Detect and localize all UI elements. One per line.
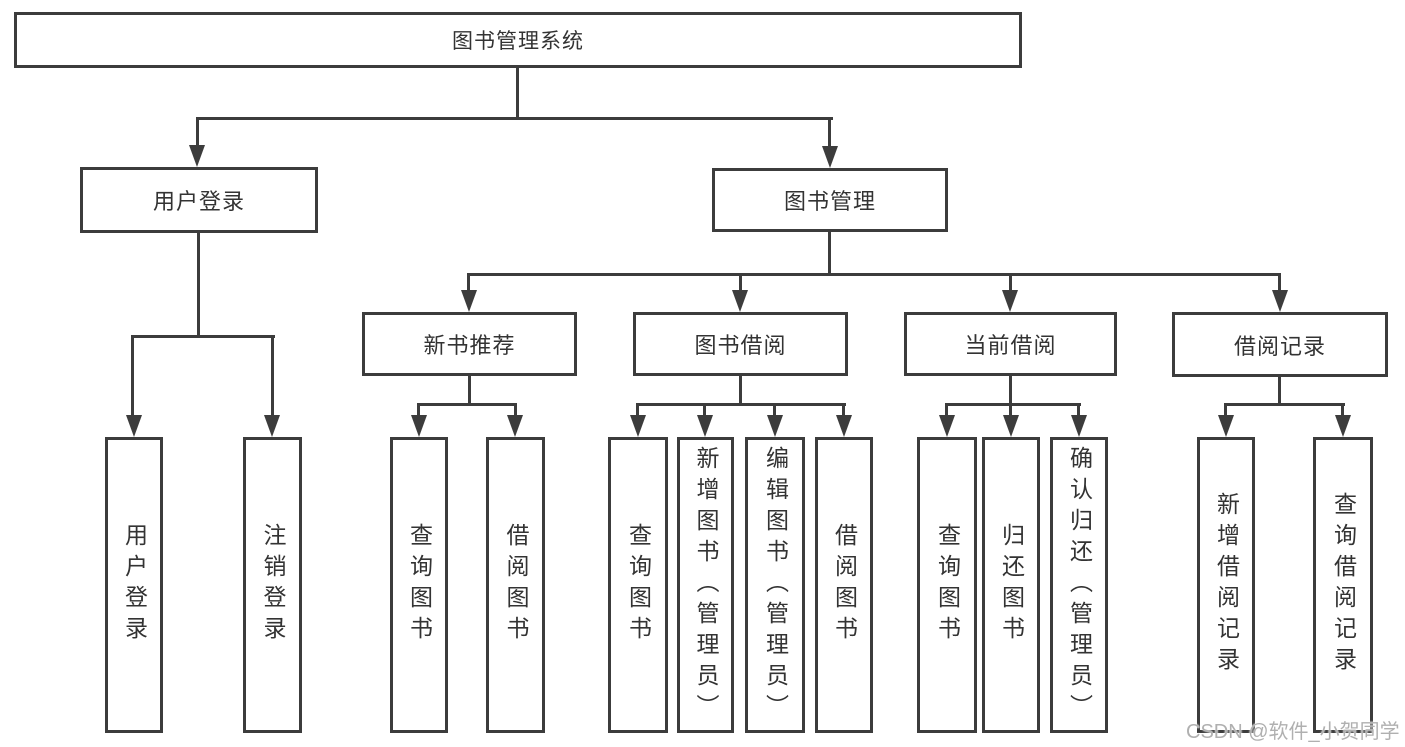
- connector-line: [417, 403, 517, 406]
- node-label: 借阅图书: [831, 523, 858, 647]
- connector-line: [467, 273, 1281, 276]
- arrow-down-icon: [697, 415, 713, 437]
- node-label: 注销登录: [260, 523, 286, 647]
- connector-line: [945, 403, 1081, 406]
- connector-line: [131, 335, 134, 417]
- node-new-book-recommend: 新书推荐: [362, 312, 577, 376]
- connector-line: [131, 335, 275, 338]
- arrow-down-icon: [822, 146, 838, 168]
- node-label: 用户登录: [121, 523, 148, 647]
- arrow-down-icon: [189, 145, 205, 167]
- node-label: 图书管理: [783, 189, 876, 214]
- arrow-down-icon: [1272, 290, 1288, 312]
- leaf-recommend-borrow-book: 借阅图书: [486, 437, 545, 733]
- connector-line: [514, 403, 517, 417]
- arrow-down-icon: [1002, 290, 1018, 312]
- connector-line: [196, 117, 199, 147]
- node-borrow-record: 借阅记录: [1172, 312, 1388, 377]
- arrow-down-icon: [507, 415, 523, 437]
- connector-line: [1341, 403, 1344, 417]
- node-label: 新书推荐: [423, 333, 516, 358]
- connector-line: [467, 273, 470, 292]
- leaf-borrow-borrow-book: 借阅图书: [815, 437, 873, 733]
- node-label: 图书借阅: [694, 333, 787, 358]
- leaf-record-add: 新增借阅记录: [1197, 437, 1255, 733]
- connector-line: [1077, 403, 1080, 417]
- node-label: 查询图书: [625, 523, 652, 647]
- node-label: 借阅记录: [1233, 333, 1326, 359]
- node-label: 当前借阅: [964, 333, 1057, 358]
- connector-line: [1224, 403, 1227, 417]
- arrow-down-icon: [411, 415, 427, 437]
- connector-line: [1009, 376, 1012, 406]
- leaf-borrow-query-book: 查询图书: [608, 437, 668, 733]
- connector-line: [197, 233, 200, 338]
- arrow-down-icon: [461, 290, 477, 312]
- node-label: 借阅图书: [503, 523, 529, 647]
- watermark: CSDN @软件_小贺同学: [1186, 721, 1400, 743]
- node-label: 图书管理系统: [452, 30, 584, 53]
- leaf-current-confirm-return-admin: 确认归还（管理员）: [1050, 437, 1108, 733]
- leaf-record-query: 查询借阅记录: [1313, 437, 1373, 733]
- connector-line: [828, 232, 831, 276]
- node-label: 新增图书（管理员）: [693, 445, 719, 725]
- node-label: 确认归还（管理员）: [1066, 445, 1093, 725]
- leaf-borrow-edit-book-admin: 编辑图书（管理员）: [745, 437, 805, 733]
- node-current-borrow: 当前借阅: [904, 312, 1117, 376]
- leaf-borrow-add-book-admin: 新增图书（管理员）: [677, 437, 734, 733]
- connector-line: [773, 403, 776, 417]
- connector-line: [739, 273, 742, 292]
- connector-line: [417, 403, 420, 417]
- connector-line: [1278, 377, 1281, 406]
- node-label: 查询图书: [934, 523, 961, 647]
- node-label: 归还图书: [998, 523, 1025, 647]
- connector-line: [1224, 403, 1345, 406]
- arrow-down-icon: [1003, 415, 1019, 437]
- node-book-management: 图书管理: [712, 168, 948, 232]
- connector-line: [828, 117, 831, 148]
- arrow-down-icon: [939, 415, 955, 437]
- arrow-down-icon: [767, 415, 783, 437]
- connector-line: [945, 403, 948, 417]
- connector-line: [739, 376, 742, 406]
- arrow-down-icon: [732, 290, 748, 312]
- arrow-down-icon: [264, 415, 280, 437]
- leaf-current-return-book: 归还图书: [982, 437, 1040, 733]
- node-user-login: 用户登录: [80, 167, 318, 233]
- arrow-down-icon: [1218, 415, 1234, 437]
- node-book-borrow: 图书借阅: [633, 312, 848, 376]
- node-label: 查询借阅记录: [1330, 492, 1357, 678]
- node-label: 查询图书: [406, 523, 433, 647]
- arrow-down-icon: [836, 415, 852, 437]
- connector-line: [196, 117, 833, 120]
- leaf-current-query-book: 查询图书: [917, 437, 977, 733]
- connector-line: [703, 403, 706, 417]
- leaf-logout: 注销登录: [243, 437, 302, 733]
- arrow-down-icon: [126, 415, 142, 437]
- node-label: 新增借阅记录: [1213, 492, 1240, 678]
- connector-line: [842, 403, 845, 417]
- connector-line: [468, 376, 471, 406]
- node-library-system: 图书管理系统: [14, 12, 1022, 68]
- arrow-down-icon: [1071, 415, 1087, 437]
- node-label: 用户登录: [152, 189, 245, 214]
- connector-line: [636, 403, 846, 406]
- connector-line: [1278, 273, 1281, 292]
- leaf-user-login: 用户登录: [105, 437, 163, 733]
- connector-line: [516, 68, 519, 120]
- node-label: 编辑图书（管理员）: [762, 445, 789, 725]
- arrow-down-icon: [630, 415, 646, 437]
- connector-line: [1009, 273, 1012, 292]
- connector-line: [271, 335, 274, 417]
- leaf-recommend-query-book: 查询图书: [390, 437, 448, 733]
- arrow-down-icon: [1335, 415, 1351, 437]
- connector-line: [636, 403, 639, 417]
- connector-line: [1009, 403, 1012, 417]
